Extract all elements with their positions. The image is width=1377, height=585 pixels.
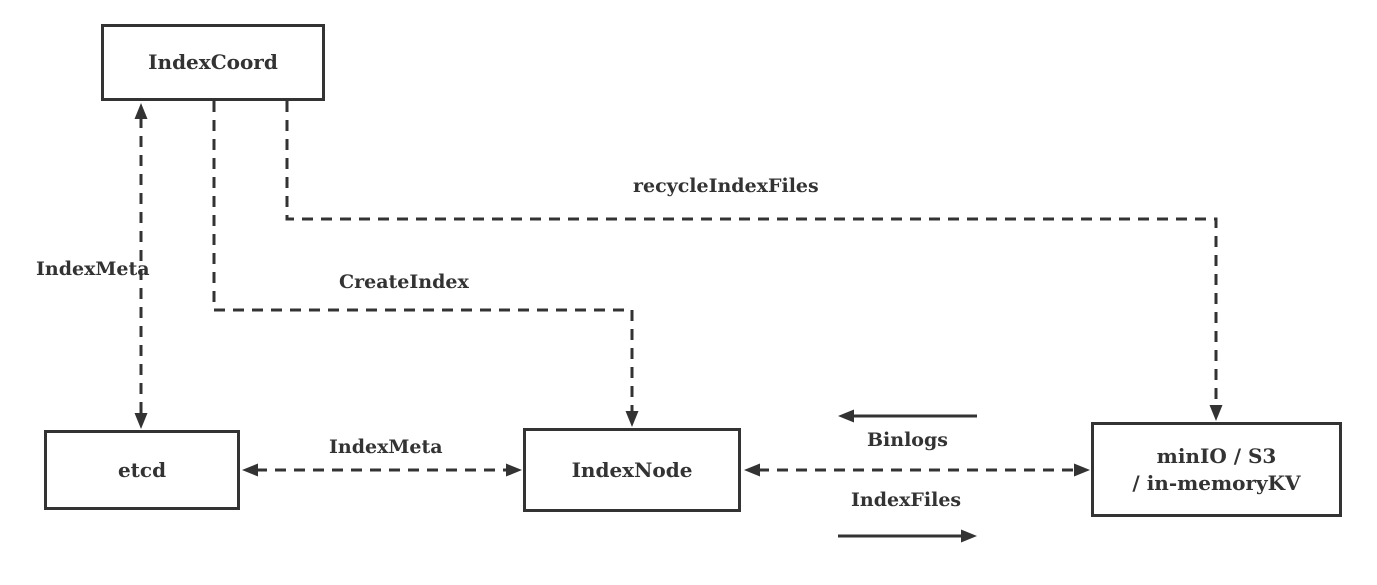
edge-label-indexmeta-horizontal: IndexMeta: [329, 436, 443, 458]
edge-recycleindexfiles-line: [285, 101, 1218, 406]
arrowhead-left-etcd: [242, 463, 258, 477]
node-storage: minIO / S3 / in-memoryKV: [1091, 422, 1342, 517]
node-etcd: etcd: [44, 430, 240, 510]
arrowhead-right-indexnode: [506, 463, 522, 477]
arrowhead-up-indexcoord: [134, 103, 148, 119]
edge-label-createindex: CreateIndex: [339, 271, 469, 293]
node-storage-label-line2: / in-memoryKV: [1132, 470, 1301, 495]
node-indexcoord: IndexCoord: [101, 24, 325, 101]
node-etcd-label: etcd: [117, 457, 167, 482]
arrowhead-binlogs-left: [838, 409, 854, 423]
arrowhead-down-storage: [1209, 405, 1223, 421]
arrowhead-down-indexnode: [625, 411, 639, 427]
node-indexnode: IndexNode: [523, 428, 741, 512]
arrowhead-left-indexnode: [744, 463, 760, 477]
node-indexnode-label: IndexNode: [571, 457, 693, 482]
edge-label-binlogs: Binlogs: [867, 429, 948, 451]
edge-label-indexfiles: IndexFiles: [851, 489, 962, 511]
node-storage-label-line1: minIO / S3: [1156, 443, 1277, 468]
edge-label-indexmeta-vertical: IndexMeta: [36, 258, 150, 280]
arrowhead-indexfiles-right: [961, 529, 977, 543]
node-indexcoord-label: IndexCoord: [148, 50, 278, 74]
edge-label-recycleindexfiles: recycleIndexFiles: [633, 175, 819, 197]
arrowhead-down-etcd: [134, 413, 148, 429]
edge-createindex-line: [212, 101, 634, 412]
arrowhead-right-storage: [1074, 463, 1090, 477]
